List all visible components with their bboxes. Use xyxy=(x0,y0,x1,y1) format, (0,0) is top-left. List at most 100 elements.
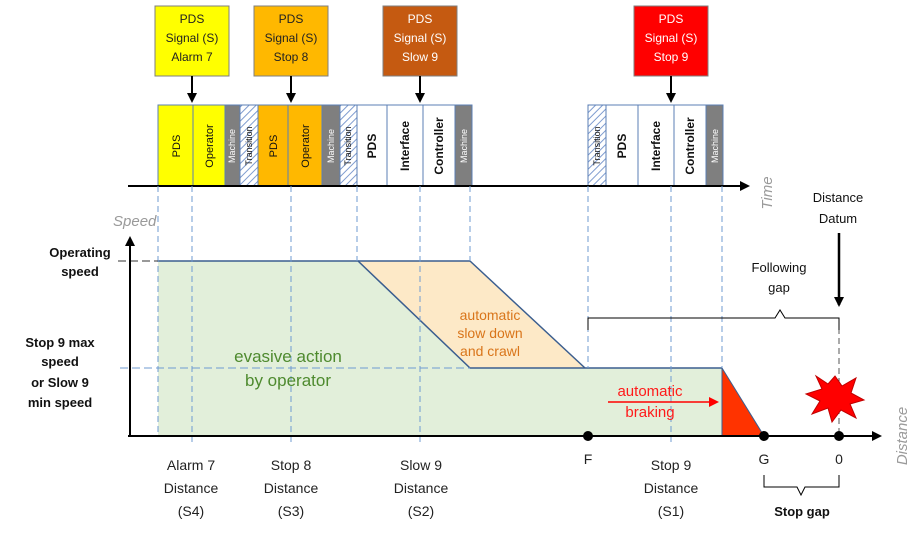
block-interface-3: Interface xyxy=(386,104,424,187)
block-label: Machine xyxy=(459,129,469,163)
signal-box-line: Stop 9 xyxy=(654,50,689,64)
block-operator-2: Operator xyxy=(287,104,323,187)
svg-text:Slow 9: Slow 9 xyxy=(400,457,442,473)
signal-box-line: PDS xyxy=(659,12,684,26)
block-machine-4: Machine xyxy=(705,104,724,187)
block-pds-2: PDS xyxy=(257,104,289,187)
block-machine-3: Machine xyxy=(454,104,473,187)
braking-label: automatic xyxy=(617,383,683,400)
braking-triangle xyxy=(721,366,765,437)
svg-text:Stop 8: Stop 8 xyxy=(271,457,312,473)
operating-speed-label: Operating xyxy=(49,245,110,260)
block-controller-4: Controller xyxy=(673,104,707,187)
svg-text:(S3): (S3) xyxy=(278,503,304,519)
svg-text:(S4): (S4) xyxy=(178,503,204,519)
point-f xyxy=(583,431,593,441)
speed-profile-line xyxy=(158,260,722,369)
block-label: Controller xyxy=(432,117,446,175)
block-label: Machine xyxy=(227,129,237,163)
point-g xyxy=(759,431,769,441)
block-pds-3: PDS xyxy=(356,104,388,187)
block-label: PDS xyxy=(171,135,183,158)
time-axis-label: Time xyxy=(759,176,776,209)
signal-box-stop8: PDS Signal (S) Stop 8 xyxy=(253,5,329,77)
slowdown-label: slow down xyxy=(457,325,522,341)
point-g-label: G xyxy=(759,451,770,467)
svg-text:Distance: Distance xyxy=(644,480,699,496)
block-label: Machine xyxy=(710,129,720,163)
operating-speed-label: speed xyxy=(61,264,99,279)
block-label: Operator xyxy=(204,124,216,168)
signal-box-line: Signal (S) xyxy=(645,31,698,45)
block-label: Interface xyxy=(398,121,412,171)
evasive-label: by operator xyxy=(245,371,331,390)
point-zero xyxy=(834,431,844,441)
svg-text:Alarm 7: Alarm 7 xyxy=(167,457,215,473)
slowdown-label: and crawl xyxy=(460,343,520,359)
block-controller-3: Controller xyxy=(422,104,456,187)
point-f-label: F xyxy=(584,451,593,467)
slowdown-region xyxy=(358,261,585,368)
block-label: Interface xyxy=(649,121,663,171)
following-gap-label: gap xyxy=(768,280,790,295)
stop9-speed-label: min speed xyxy=(28,395,92,410)
signal-box-line: Signal (S) xyxy=(394,31,447,45)
block-interface-4: Interface xyxy=(637,104,675,187)
distance-axis-label: Distance xyxy=(894,407,911,465)
following-gap-brace xyxy=(587,309,840,330)
distance-label-s2: Slow 9 Distance (S2) xyxy=(394,457,449,519)
distance-label-s4: Alarm 7 Distance (S4) xyxy=(164,457,219,519)
block-label: PDS xyxy=(365,134,379,159)
block-pds-4: PDS xyxy=(605,104,639,187)
stop9-speed-label: or Slow 9 xyxy=(31,375,89,390)
block-label: Transition xyxy=(343,126,353,165)
stop9-speed-label: speed xyxy=(41,354,79,369)
block-label: Transition xyxy=(244,126,254,165)
block-label: Machine xyxy=(326,129,336,163)
block-label: Operator xyxy=(300,124,312,168)
svg-text:Stop 9: Stop 9 xyxy=(651,457,692,473)
slowdown-label: automatic xyxy=(460,307,521,323)
block-label: Transition xyxy=(592,126,602,165)
signal-box-line: Signal (S) xyxy=(265,31,318,45)
distance-label-s1: Stop 9 Distance (S1) xyxy=(644,457,699,519)
following-gap-label: Following xyxy=(752,260,807,275)
signal-box-line: PDS xyxy=(408,12,433,26)
collision-burst-icon xyxy=(804,374,866,424)
point-zero-label: 0 xyxy=(835,451,843,467)
braking-label: braking xyxy=(625,404,674,421)
svg-text:Distance: Distance xyxy=(164,480,219,496)
evasive-region xyxy=(158,261,722,436)
block-transition-2: Transition xyxy=(339,104,358,187)
distance-datum-label: Datum xyxy=(819,211,857,226)
signal-box-line: Signal (S) xyxy=(166,31,219,45)
block-label: Controller xyxy=(683,117,697,175)
block-operator-1: Operator xyxy=(192,104,226,187)
stop-gap-brace xyxy=(763,475,840,497)
evasive-label: evasive action xyxy=(234,347,342,366)
signal-box-slow9: PDS Signal (S) Slow 9 xyxy=(382,5,458,77)
block-machine-2: Machine xyxy=(321,104,341,187)
slowdown-slope-line xyxy=(469,260,586,369)
stop-gap-label: Stop gap xyxy=(774,504,830,519)
svg-text:(S2): (S2) xyxy=(408,503,434,519)
block-label: PDS xyxy=(615,134,629,159)
signal-box-alarm7: PDS Signal (S) Alarm 7 xyxy=(154,5,230,77)
block-pds-1: PDS xyxy=(157,104,194,187)
distance-datum-label: Distance xyxy=(813,190,864,205)
svg-text:(S1): (S1) xyxy=(658,503,684,519)
signal-box-line: Alarm 7 xyxy=(171,50,213,64)
distance-label-s3: Stop 8 Distance (S3) xyxy=(264,457,319,519)
speed-axis-label: Speed xyxy=(113,213,157,230)
block-label: PDS xyxy=(268,135,280,158)
block-machine-1: Machine xyxy=(224,104,241,187)
svg-text:Distance: Distance xyxy=(264,480,319,496)
stop9-speed-label: Stop 9 max xyxy=(25,335,95,350)
signal-box-stop9: PDS Signal (S) Stop 9 xyxy=(633,5,709,77)
signal-box-line: PDS xyxy=(180,12,205,26)
signal-box-line: Slow 9 xyxy=(402,50,438,64)
signal-box-line: PDS xyxy=(279,12,304,26)
signal-box-line: Stop 8 xyxy=(274,50,309,64)
svg-text:Distance: Distance xyxy=(394,480,449,496)
